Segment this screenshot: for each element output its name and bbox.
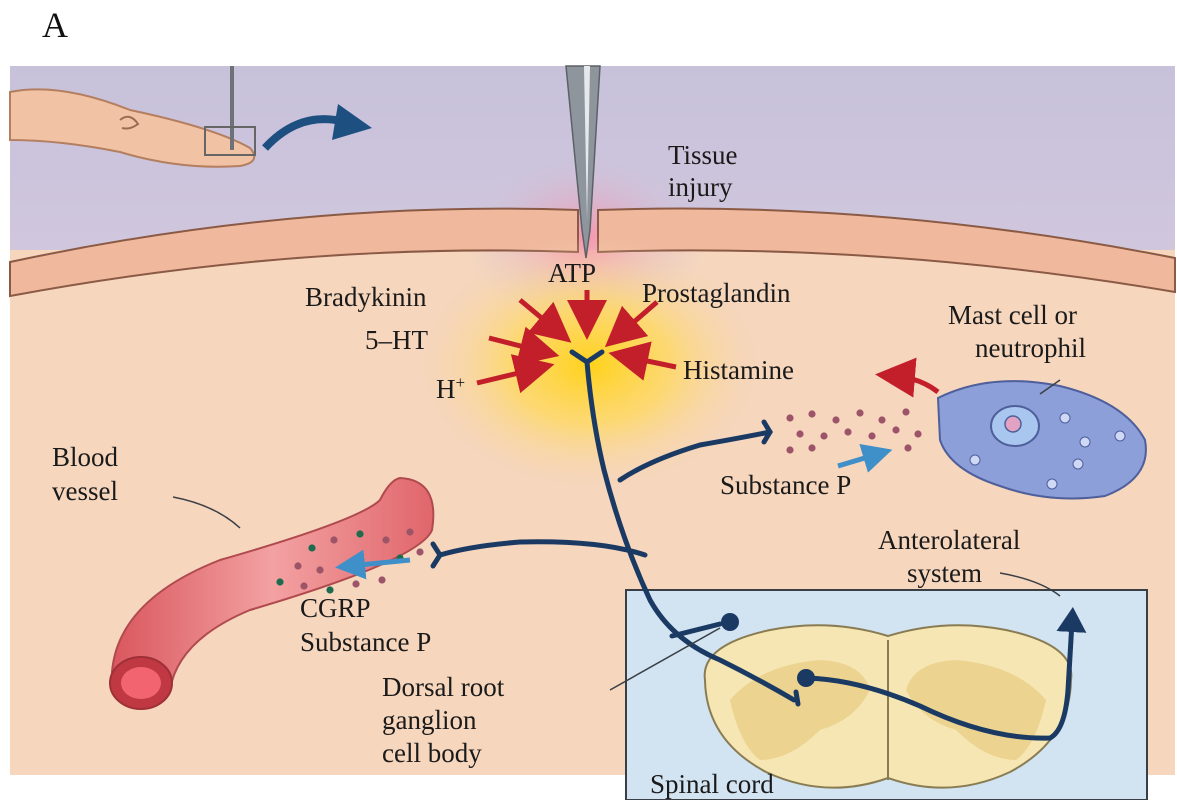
label-anterolateral: Anterolateral [878, 525, 1020, 555]
label-substance-p-left: Substance P [300, 627, 431, 657]
label-injury: injury [668, 172, 733, 202]
label-prostaglandin: Prostaglandin [642, 278, 791, 308]
label-spinal-cord: Spinal cord [650, 769, 774, 799]
label-cgrp: CGRP [300, 593, 371, 623]
label-histamine: Histamine [683, 355, 794, 385]
label-substance-p-right: Substance P [720, 470, 851, 500]
label-neutrophil: neutrophil [975, 333, 1086, 363]
label-5ht: 5–HT [365, 325, 428, 355]
label-cell-body: cell body [382, 738, 482, 768]
label-vessel: vessel [52, 476, 118, 506]
label-tissue: Tissue [668, 140, 738, 170]
label-dorsal-root: Dorsal root [382, 672, 505, 702]
label-blood: Blood [52, 442, 119, 472]
label-atp: ATP [548, 258, 596, 288]
label-bradykinin: Bradykinin [305, 282, 427, 312]
dorsal-horn-neuron [797, 669, 815, 687]
label-ganglion: ganglion [382, 705, 477, 735]
drg-cell-body [721, 613, 739, 631]
spinal-cord [705, 625, 1072, 787]
label-mast-cell: Mast cell or [948, 300, 1077, 330]
label-system: system [907, 558, 982, 588]
